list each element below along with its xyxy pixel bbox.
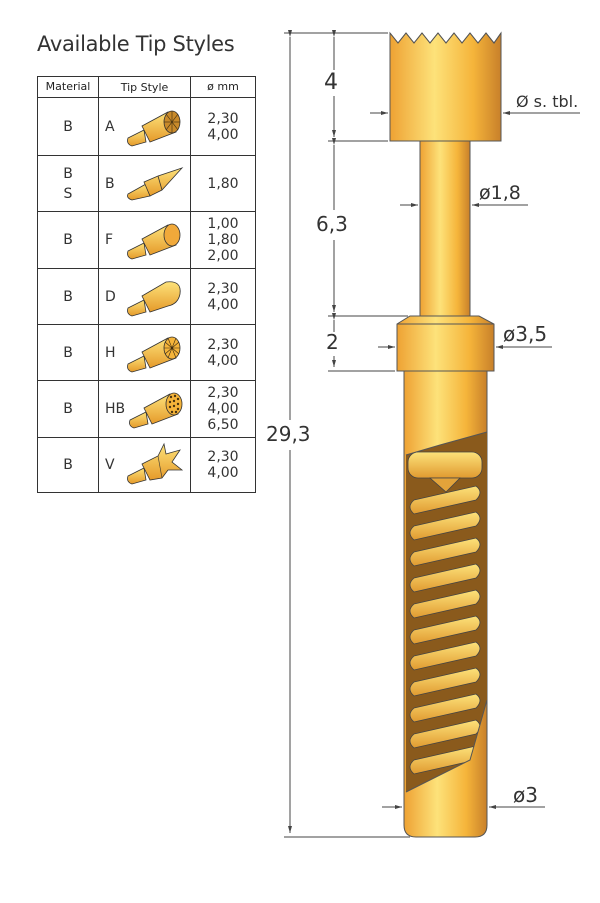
diameter-cell: 2,30 4,00 xyxy=(190,437,256,493)
material-cell: B xyxy=(37,268,99,325)
diameter-value: 2,00 xyxy=(207,248,239,264)
diameter-value: 4,00 xyxy=(207,352,239,369)
page-title: Available Tip Styles xyxy=(37,32,235,56)
material-cell: B xyxy=(37,324,99,381)
crown-v-tip-icon xyxy=(124,440,186,490)
tip-style-cell: A xyxy=(98,97,191,156)
tip-style-label: F xyxy=(105,232,114,248)
diameter-value: 1,80 xyxy=(207,175,239,192)
diameter-value: 2,30 xyxy=(207,336,239,353)
diameter-value: 2,30 xyxy=(207,449,239,465)
dimension-lines xyxy=(284,30,580,838)
head-length-label: 4 xyxy=(324,70,338,95)
diameter-value: 4,00 xyxy=(207,126,239,143)
probe-head xyxy=(389,31,502,142)
table-row: B H 2,30 4,00 xyxy=(37,324,256,381)
table-row: B HB xyxy=(37,380,256,438)
total-length-label: 29,3 xyxy=(266,422,311,446)
barrel-cutaway xyxy=(406,432,487,792)
head-diameter-label: Ø s. tbl. xyxy=(516,92,579,111)
table-row: B F 1,00 1,80 2,00 xyxy=(37,211,256,269)
diameter-value: 2,30 xyxy=(207,385,239,401)
collar-diameter-label: ø3,5 xyxy=(503,322,548,346)
diameter-cell: 2,30 4,00 6,50 xyxy=(190,380,256,438)
material-value: B xyxy=(63,165,73,182)
tip-style-cell: B xyxy=(98,155,191,212)
collar-length-label: 2 xyxy=(326,330,339,354)
plunger-length-label: 6,3 xyxy=(316,212,348,236)
tip-style-label: V xyxy=(105,457,115,473)
probe-plunger xyxy=(419,140,471,318)
diameter-cell: 1,80 xyxy=(190,155,256,212)
diameter-value: 4,00 xyxy=(207,296,239,313)
tip-style-cell: V xyxy=(98,437,191,493)
tip-style-label: B xyxy=(105,175,115,192)
table-row: B D 2,30 4,00 xyxy=(37,268,256,325)
material-value: S xyxy=(63,185,73,202)
diameter-cell: 1,00 1,80 2,00 xyxy=(190,211,256,269)
diameter-value: 4,00 xyxy=(207,401,239,417)
tip-style-label: A xyxy=(105,118,115,135)
tip-style-cell: D xyxy=(98,268,191,325)
flat-tip-icon xyxy=(124,215,186,265)
diameter-value: 1,00 xyxy=(207,216,239,232)
diameter-value: 4,00 xyxy=(207,465,239,481)
plunger-diameter-label: ø1,8 xyxy=(479,182,521,204)
table-header-row: Material Tip Style ø mm xyxy=(37,76,256,98)
multi-point-fine-tip-icon xyxy=(128,384,186,434)
table-row: B S B 1,80 xyxy=(37,155,256,212)
diameter-cell: 2,30 4,00 xyxy=(190,324,256,381)
tip-style-label: HB xyxy=(105,401,126,417)
diameter-value: 1,80 xyxy=(207,232,239,248)
barrel-diameter-label: ø3 xyxy=(513,783,538,807)
diameter-value: 2,30 xyxy=(207,280,239,297)
material-cell: B S xyxy=(37,155,99,212)
diameter-value: 2,30 xyxy=(207,110,239,127)
crown-serrated-tip-icon xyxy=(124,102,186,152)
tip-style-cell: H xyxy=(98,324,191,381)
multi-point-tip-icon xyxy=(124,328,186,378)
tip-styles-table: Material Tip Style ø mm B A xyxy=(37,76,256,493)
diameter-cell: 2,30 4,00 xyxy=(190,268,256,325)
diameter-value: 6,50 xyxy=(207,417,239,433)
table-row: B V 2,30 4,00 xyxy=(37,437,256,493)
tip-style-cell: HB xyxy=(98,380,191,438)
domed-tip-icon xyxy=(124,272,186,322)
pointed-cone-tip-icon xyxy=(124,162,186,206)
material-cell: B xyxy=(37,211,99,269)
tip-style-cell: F xyxy=(98,211,191,269)
header-material: Material xyxy=(37,76,99,98)
tip-style-label: D xyxy=(105,288,116,305)
tip-style-label: H xyxy=(105,344,116,361)
